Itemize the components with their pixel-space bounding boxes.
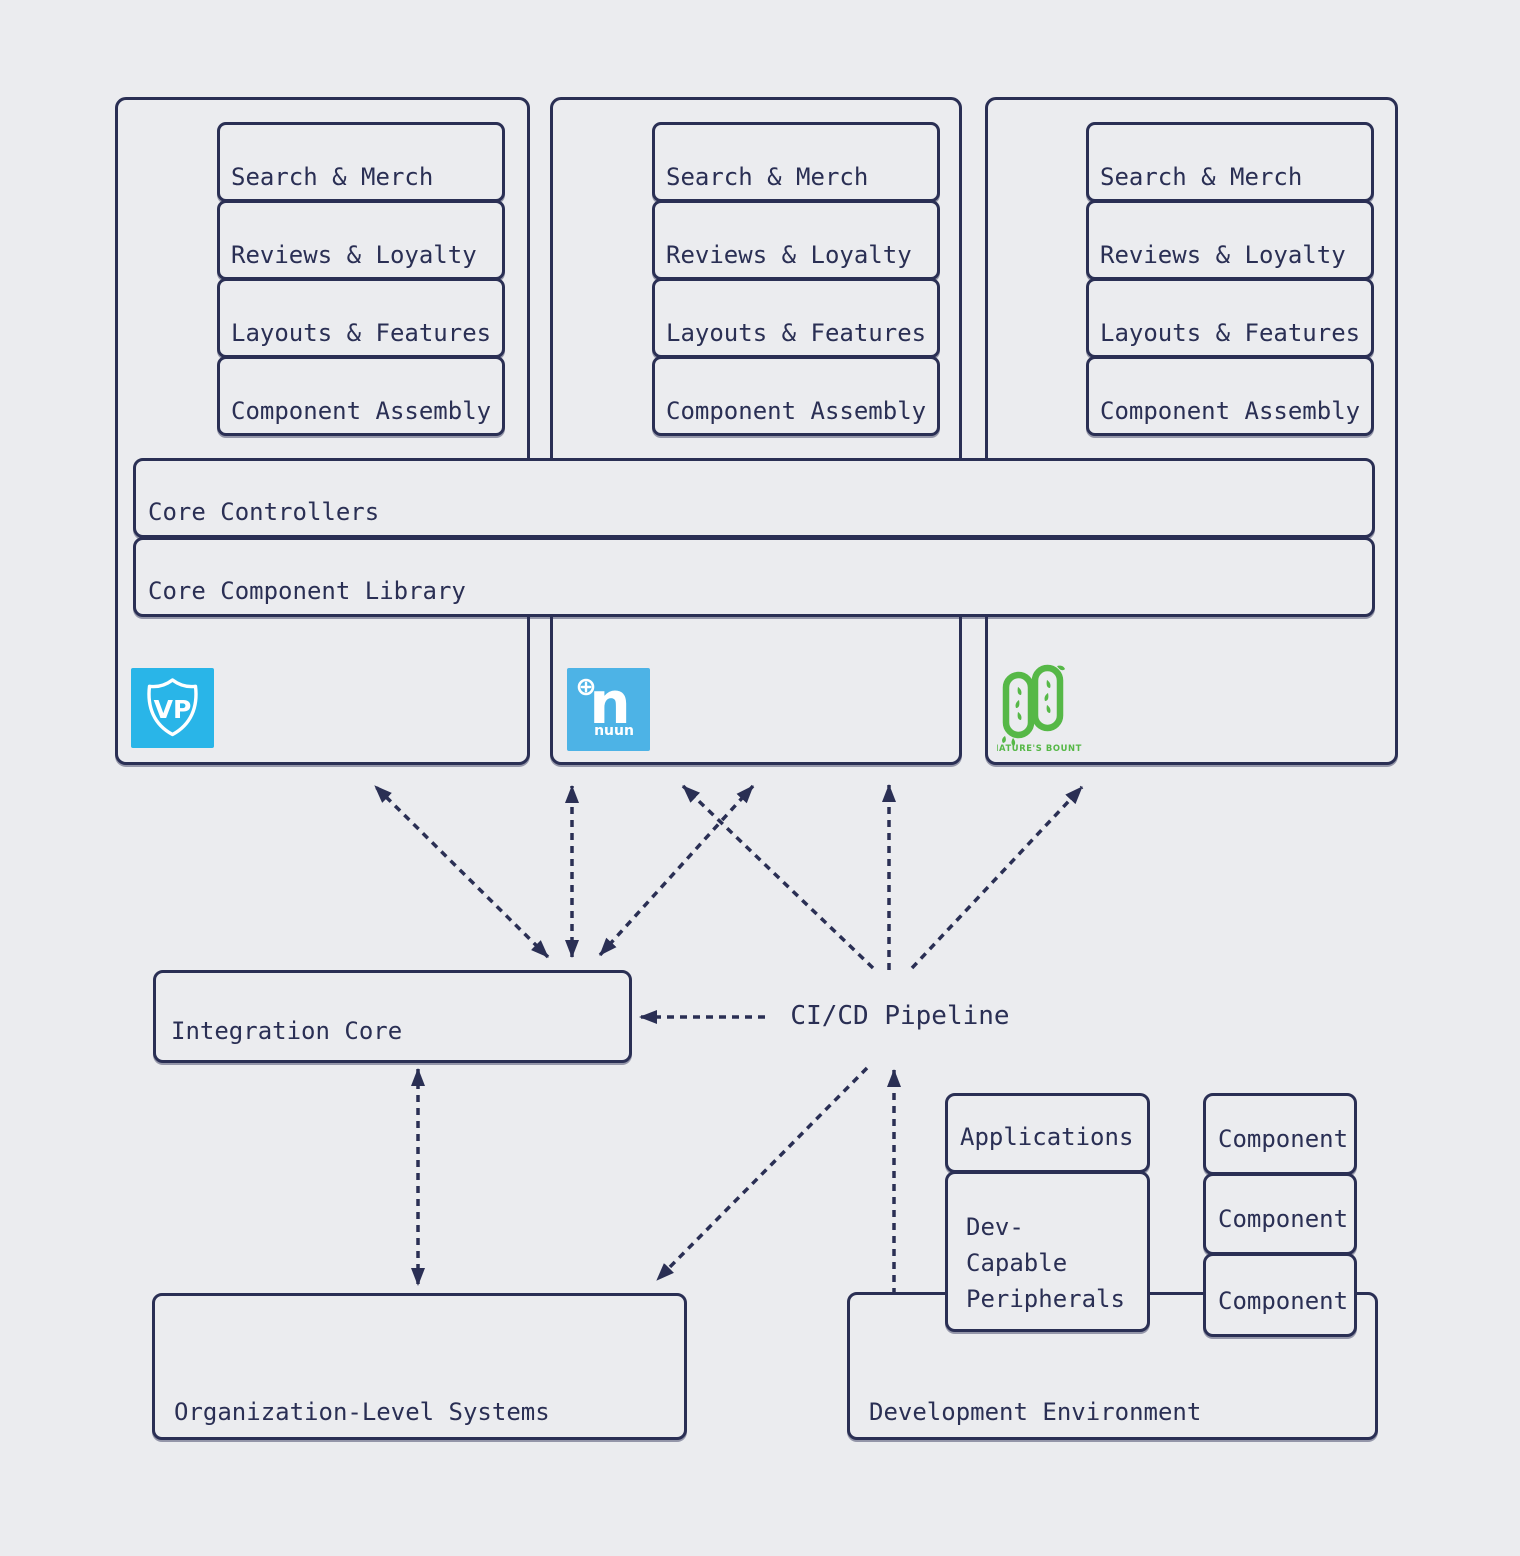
module-label: Component Assembly [1100,397,1361,426]
dev-capable-peripherals-box: Dev- Capable Peripherals [945,1171,1150,1332]
module-label: Reviews & Loyalty [1100,241,1346,270]
core-controllers-bar: Core Controllers [133,458,1375,538]
arrow-cicd-to-org-systems [655,1066,869,1282]
module-reviews-loyalty: Reviews & Loyalty [652,200,940,280]
core-controllers-label: Core Controllers [148,498,380,527]
module-layouts-features: Layouts & Features [217,278,505,358]
module-search-merch: Search & Merch [1086,122,1374,202]
org-level-systems-label: Organization-Level Systems [174,1398,550,1427]
vp-logo: VP [131,668,214,748]
module-search-merch: Search & Merch [652,122,940,202]
arrow-cicd-to-col3 [910,785,1084,970]
module-label: Layouts & Features [666,319,927,348]
plus-icon [577,678,595,696]
core-component-library-label: Core Component Library [148,577,466,606]
leaf-icon [1002,665,1065,746]
development-environment-label: Development Environment [869,1398,1202,1427]
org-level-systems-box: Organization-Level Systems [152,1293,687,1440]
module-search-merch: Search & Merch [217,122,505,202]
module-component-assembly: Component Assembly [652,356,940,436]
component-box: Component [1203,1253,1357,1337]
module-reviews-loyalty: Reviews & Loyalty [1086,200,1374,280]
integration-core-box: Integration Core [153,970,632,1063]
module-label: Search & Merch [666,163,869,192]
svg-text:n: n [589,669,630,737]
module-component-assembly: Component Assembly [1086,356,1374,436]
module-label: Reviews & Loyalty [231,241,477,270]
shield-icon [147,678,198,737]
module-label: Layouts & Features [1100,319,1361,348]
component-label: Component [1218,1205,1349,1234]
arrow-cicd-to-col2-left [681,784,875,970]
module-label: Search & Merch [1100,163,1303,192]
component-label: Component [1218,1287,1349,1316]
module-layouts-features: Layouts & Features [652,278,940,358]
svg-text:nuun: nuun [594,723,634,739]
arrow-integration-core-to-col2b [598,784,755,957]
module-reviews-loyalty: Reviews & Loyalty [217,200,505,280]
natures-bounty-logo: NATURE'S BOUNTY [997,664,1082,753]
applications-label: Applications [960,1123,1134,1152]
applications-box: Applications [945,1093,1150,1173]
module-label: Reviews & Loyalty [666,241,912,270]
arrow-integration-core-to-col1 [373,784,550,959]
core-component-library-bar: Core Component Library [133,537,1375,617]
module-component-assembly: Component Assembly [217,356,505,436]
module-label: Component Assembly [666,397,927,426]
module-label: Search & Merch [231,163,434,192]
capsule-monogram-icon [1002,664,1064,739]
integration-core-label: Integration Core [171,1017,403,1046]
svg-text:NATURE'S BOUNTY: NATURE'S BOUNTY [997,743,1082,753]
module-layouts-features: Layouts & Features [1086,278,1374,358]
module-label: Component Assembly [231,397,492,426]
svg-text:VP: VP [154,695,192,724]
module-label: Layouts & Features [231,319,492,348]
cicd-pipeline-label: CI/CD Pipeline [790,1001,1010,1031]
component-box: Component [1203,1093,1357,1175]
component-label: Component [1218,1125,1349,1154]
component-box: Component [1203,1173,1357,1255]
nuun-logo: n nuun [567,668,650,751]
dev-capable-peripherals-label: Dev- Capable Peripherals [966,1213,1125,1313]
